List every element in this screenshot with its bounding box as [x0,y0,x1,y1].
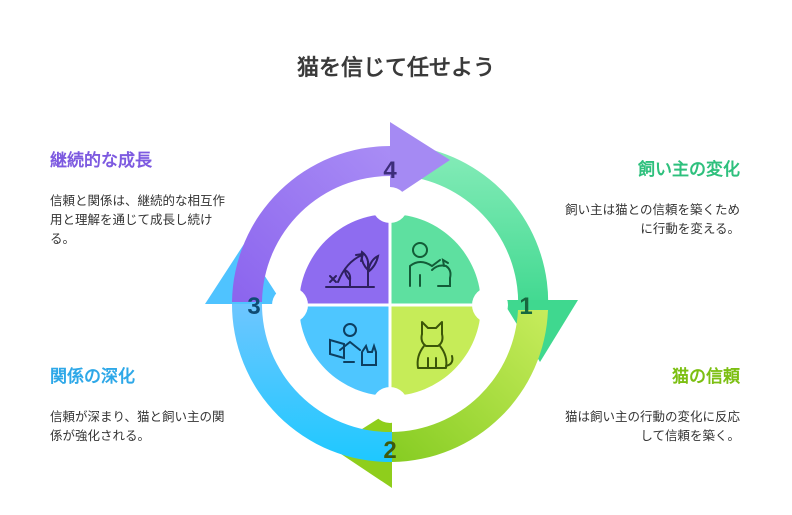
step-3-description: 関係の深化 信頼が深まり、猫と飼い主の関係が強化される。 [50,362,230,445]
plant-growth-icon [325,250,380,288]
step-2-body: 猫は飼い主の行動の変化に反応して信頼を築く。 [564,409,740,443]
step-number-3: 3 [247,293,260,320]
step-3-body: 信頼が深まり、猫と飼い主の関係が強化される。 [50,409,225,443]
step-2-heading: 猫の信頼 [672,367,740,387]
arc-step-4 [232,122,450,302]
sitting-cat-icon [416,321,454,369]
step-4-description: 継続的な成長 信頼と関係は、継続的な相互作用と理解を通じて成長し続ける。 [50,146,230,248]
step-number-1: 1 [519,293,532,320]
step-4-body: 信頼と関係は、継続的な相互作用と理解を通じて成長し続ける。 [50,193,226,246]
person-with-cat-icon [409,242,452,287]
step-3-heading: 関係の深化 [50,367,135,387]
quadrant-top-right [390,214,481,305]
step-number-4: 4 [383,157,397,184]
step-1-body: 飼い主は猫との信頼を築くために行動を変える。 [565,202,740,236]
step-1-description: 飼い主の変化 飼い主は猫との信頼を築くために行動を変える。 [560,155,740,238]
person-reading-with-cat-icon [329,323,377,366]
step-4-heading: 継続的な成長 [50,151,152,171]
step-1-heading: 飼い主の変化 [638,160,740,180]
diagram-title: 猫を信じて任せよう [296,56,495,81]
quadrant-bottom-right [390,305,481,396]
step-number-2: 2 [383,437,396,464]
step-2-description: 猫の信頼 猫は飼い主の行動の変化に反応して信頼を築く。 [560,362,740,445]
